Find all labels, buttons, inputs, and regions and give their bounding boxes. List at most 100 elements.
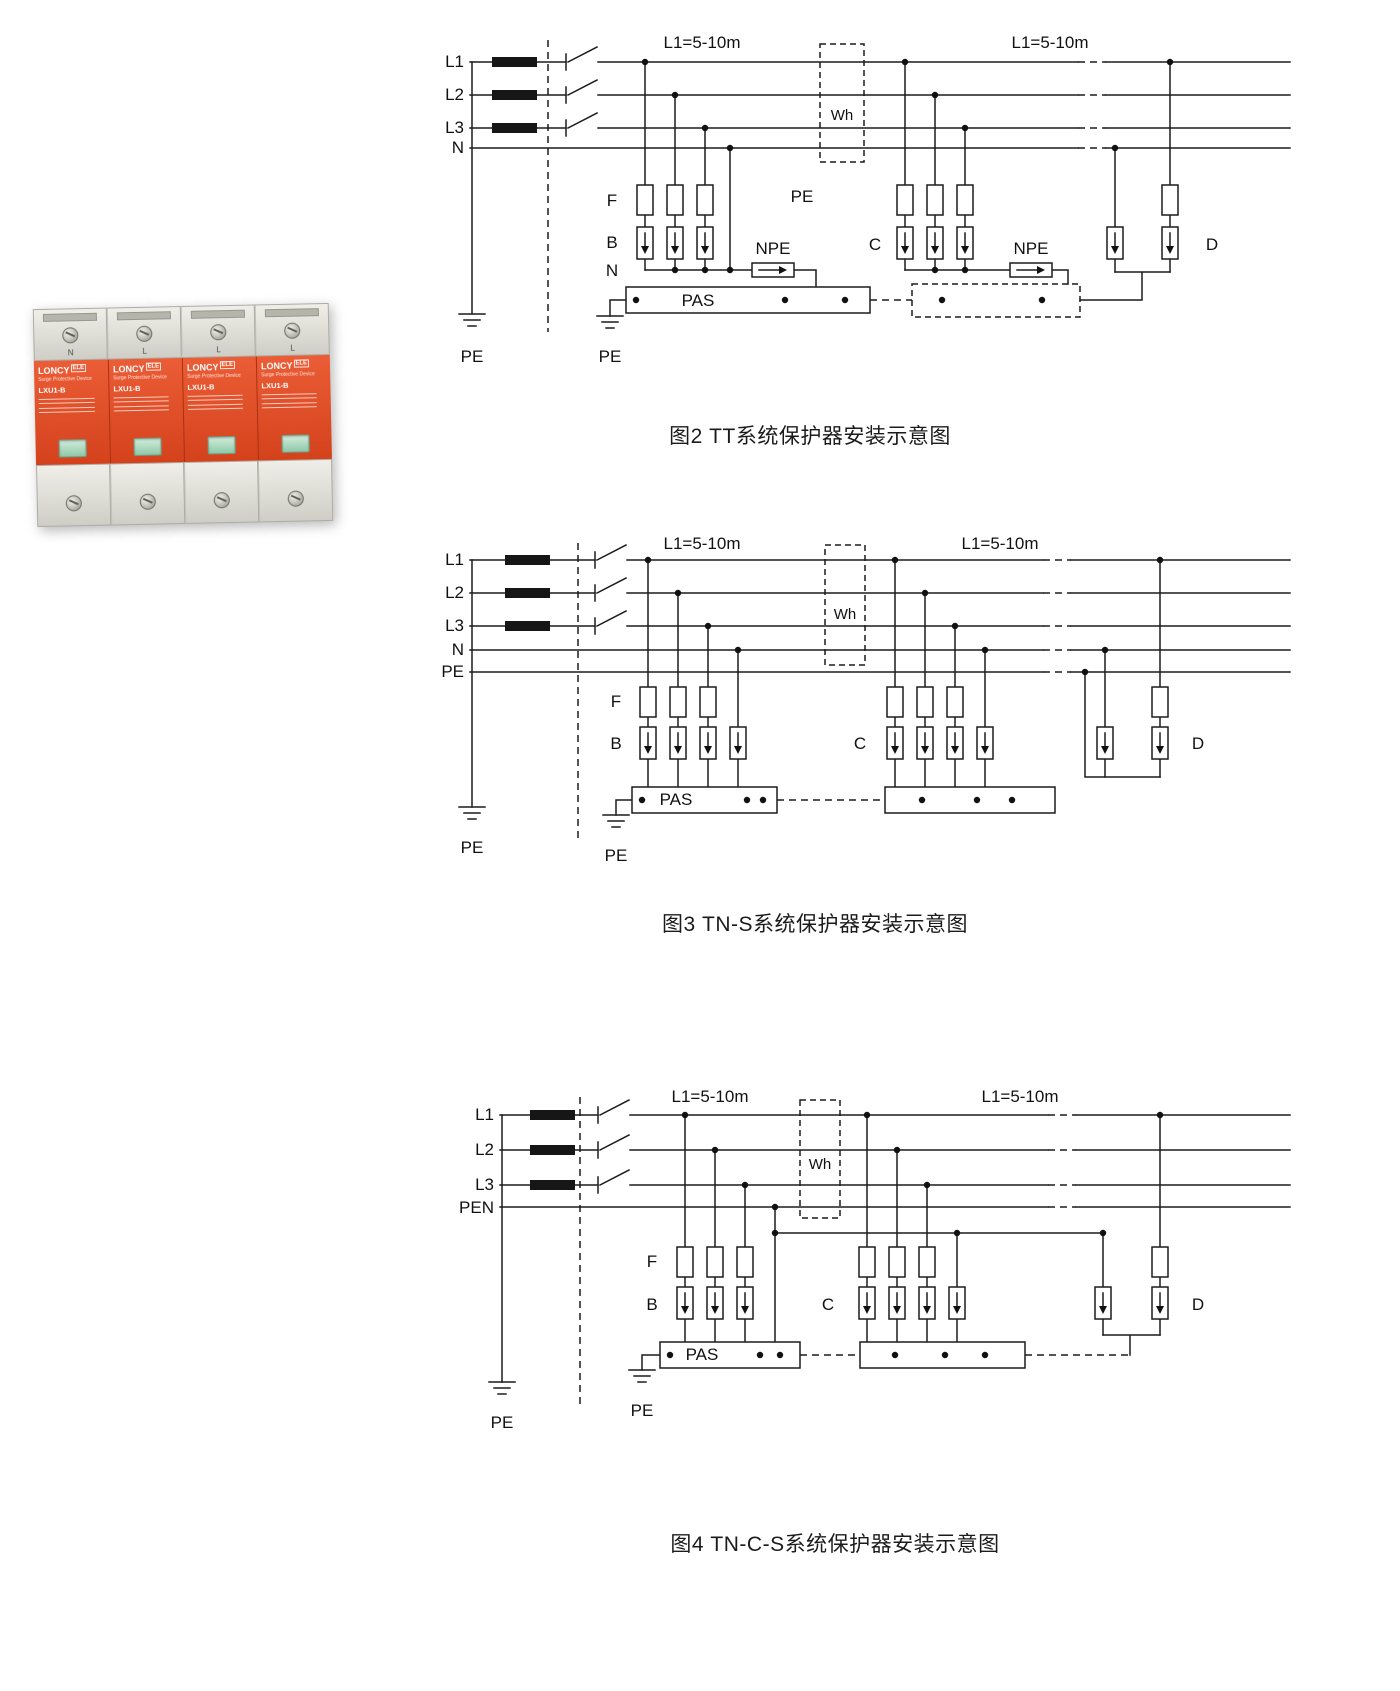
module-bottom-cap xyxy=(183,460,260,524)
model-label: LXU1-B xyxy=(38,385,66,396)
earth-ground-icon xyxy=(596,315,624,329)
distance-label: L1=5-10m xyxy=(663,33,740,52)
meter-label: Wh xyxy=(831,107,854,124)
brand-main: LONCY xyxy=(186,362,219,374)
line-label-pe: PE xyxy=(441,662,464,681)
wires xyxy=(469,40,1291,332)
fuse-row-label: F xyxy=(611,692,621,711)
earth-ground-icon xyxy=(628,1369,656,1383)
earth-ground-icon xyxy=(458,806,486,820)
brand-main: LONCY xyxy=(260,361,293,372)
pas-earth-bar xyxy=(884,786,1056,814)
status-window xyxy=(132,437,162,457)
pe-label: PE xyxy=(791,187,814,206)
terminal-screw-icon xyxy=(65,495,82,512)
meter-label: Wh xyxy=(834,606,857,623)
brand-sub: ELE xyxy=(293,359,310,368)
pas-earth-bar xyxy=(659,1341,801,1369)
device-name-label: Surge Protective Device xyxy=(113,374,167,382)
pas-label: PAS xyxy=(686,1345,719,1364)
line-label-l2: L2 xyxy=(445,583,464,602)
module-bottom-cap xyxy=(257,458,334,523)
spec-lines xyxy=(38,397,105,414)
pe-earth-label: PE xyxy=(605,846,628,865)
spec-lines xyxy=(113,396,179,412)
class-c-label: C xyxy=(822,1295,834,1314)
disconnect-switch-icon xyxy=(594,544,627,635)
terminal-screw-icon xyxy=(136,325,153,342)
n-bus-label: N xyxy=(606,261,618,280)
diagram-tncs-system: L1 L2 L3 PEN L1=5-10m L1=5-10m Wh F B C … xyxy=(459,1087,1291,1432)
distance-label: L1=5-10m xyxy=(961,535,1038,553)
class-d-label: D xyxy=(1206,235,1218,254)
line-label-l3: L3 xyxy=(445,616,464,635)
module-bottom-cap xyxy=(36,463,112,528)
status-window xyxy=(58,439,87,458)
spd-fuse-boxes xyxy=(639,686,1169,718)
npe-gap-device xyxy=(1009,262,1053,278)
pas-earth-bar xyxy=(625,286,871,314)
terminal-screw-icon xyxy=(62,327,79,344)
spd-arresters xyxy=(676,1286,1169,1320)
pe-earth-label: PE xyxy=(461,838,484,857)
npe-label: NPE xyxy=(756,239,791,258)
terminal-slot xyxy=(264,308,319,318)
earth-ground-icon xyxy=(488,1381,516,1395)
energy-meter-box xyxy=(819,43,865,163)
terminal-label: L xyxy=(142,347,147,357)
model-label: LXU1-B xyxy=(113,384,141,394)
diagram-tns-system: L1 L2 L3 N PE L1=5-10m L1=5-10m Wh F B C… xyxy=(441,535,1291,865)
brand-sub: ELE xyxy=(70,364,87,373)
brand-main: LONCY xyxy=(112,364,145,375)
status-window xyxy=(206,435,236,455)
terminal-screw-icon xyxy=(287,490,304,507)
junction-dots xyxy=(632,58,1174,304)
status-window xyxy=(280,434,310,453)
class-b-label: B xyxy=(606,233,617,252)
distance-label: L1=5-10m xyxy=(981,1087,1058,1106)
device-name-label: Surge Protective Device xyxy=(38,376,92,384)
energy-meter-box xyxy=(799,1099,841,1219)
class-c-label: C xyxy=(869,235,881,254)
spd-fuse-boxes xyxy=(676,1246,1169,1278)
disconnect-switch-icon xyxy=(565,46,598,137)
junction-dots xyxy=(638,556,1164,804)
line-label-l2: L2 xyxy=(445,85,464,104)
terminal-slot xyxy=(116,311,171,321)
class-c-label: C xyxy=(854,734,866,753)
junction-dots xyxy=(666,1111,1164,1359)
module-top-cap: L xyxy=(106,306,182,360)
line-label-l1: L1 xyxy=(445,550,464,569)
terminal-label: L xyxy=(290,343,295,354)
line-label-l2: L2 xyxy=(475,1140,494,1159)
pas-earth-bar-dashed xyxy=(911,283,1081,318)
disconnect-switch-icon xyxy=(597,1099,630,1194)
spd-arresters xyxy=(639,726,1169,760)
device-name-label: Surge Protective Device xyxy=(261,371,315,379)
line-label-l3: L3 xyxy=(475,1175,494,1194)
supply-fuses xyxy=(492,57,537,133)
pas-label: PAS xyxy=(660,790,693,809)
wires xyxy=(469,543,1291,843)
module-bottom-cap xyxy=(110,461,186,526)
supply-fuses xyxy=(505,555,550,631)
terminal-screw-icon xyxy=(213,492,230,509)
earth-ground-icon xyxy=(458,313,486,327)
wires xyxy=(499,1097,1291,1407)
distance-label: L1=5-10m xyxy=(1011,33,1088,52)
line-label-pen: PEN xyxy=(459,1198,494,1217)
pas-label: PAS xyxy=(682,291,715,310)
figure-3-caption: 图3 TN-S系统保护器安装示意图 xyxy=(661,913,968,936)
terminal-slot xyxy=(190,309,245,319)
line-label-n: N xyxy=(452,640,464,659)
terminal-screw-icon xyxy=(139,493,156,510)
